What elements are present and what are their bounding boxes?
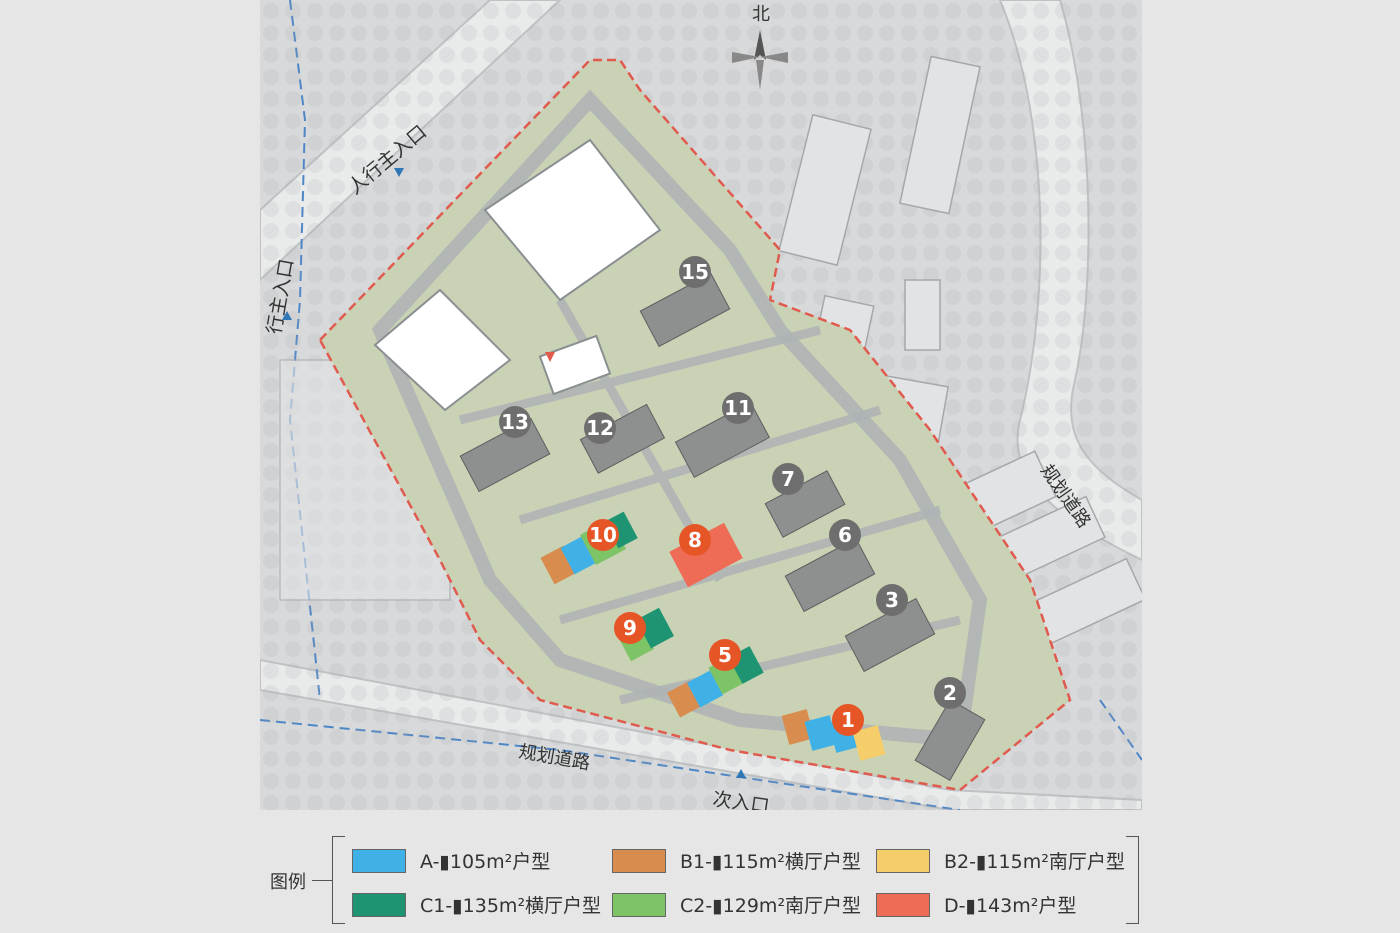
internal-road bbox=[371, 89, 988, 748]
svg-text:15: 15 bbox=[681, 260, 709, 284]
svg-text:6: 6 bbox=[838, 523, 852, 547]
legend-item-b1: B1-▮115m²横厅户型 bbox=[612, 847, 861, 874]
legend-item-c1: C1-▮135m²横厅户型 bbox=[352, 891, 601, 918]
secondary-entrance-marker bbox=[736, 769, 746, 778]
badge-1: 1 bbox=[832, 704, 864, 736]
svg-text:3: 3 bbox=[885, 588, 899, 612]
badge-13: 13 bbox=[499, 406, 531, 438]
legend-bracket-right bbox=[1126, 836, 1139, 924]
secondary-entrance-label: 次入口 bbox=[711, 788, 771, 810]
swatch-a bbox=[352, 848, 406, 873]
badge-6: 6 bbox=[829, 519, 861, 551]
legend-label-c1: C1-▮135m²横厅户型 bbox=[420, 895, 602, 917]
building-badges: 15 13 12 11 7 6 3 2 10 8 9 5 1 bbox=[499, 256, 966, 736]
pedestrian-entrance-marker bbox=[394, 168, 404, 177]
site-plan-svg: 人行主入口 行主入口 次入口 规划道路 规划道路 北 15 13 12 11 7… bbox=[260, 0, 1142, 810]
svg-text:12: 12 bbox=[586, 416, 614, 440]
svg-text:11: 11 bbox=[724, 396, 752, 420]
badge-11: 11 bbox=[722, 392, 754, 424]
badge-10: 10 bbox=[587, 519, 619, 551]
swatch-d bbox=[876, 892, 930, 917]
svg-text:1: 1 bbox=[841, 708, 855, 732]
swatch-b2 bbox=[876, 848, 930, 873]
badge-7: 7 bbox=[772, 463, 804, 495]
legend-label-a: A-▮105m²户型 bbox=[420, 851, 551, 873]
legend-label-b1: B1-▮115m²横厅户型 bbox=[680, 851, 861, 873]
center-marker bbox=[545, 352, 555, 362]
legend-item-b2: B2-▮115m²南厅户型 bbox=[876, 847, 1125, 874]
badge-9: 9 bbox=[614, 612, 646, 644]
badge-12: 12 bbox=[584, 412, 616, 444]
badge-15: 15 bbox=[679, 256, 711, 288]
svg-text:7: 7 bbox=[781, 467, 795, 491]
svg-text:9: 9 bbox=[623, 616, 637, 640]
svg-text:8: 8 bbox=[688, 528, 702, 552]
svg-text:5: 5 bbox=[718, 643, 732, 667]
svg-text:13: 13 bbox=[501, 410, 529, 434]
site-plan-map: 人行主入口 行主入口 次入口 规划道路 规划道路 北 15 13 12 11 7… bbox=[260, 0, 1142, 810]
badge-5: 5 bbox=[709, 639, 741, 671]
north-label: 北 bbox=[752, 4, 770, 25]
legend-bracket-left bbox=[332, 836, 345, 924]
legend-item-c2: C2-▮129m²南厅户型 bbox=[612, 891, 861, 918]
badge-3: 3 bbox=[876, 584, 908, 616]
north-arrow-icon bbox=[732, 30, 788, 90]
badge-2: 2 bbox=[934, 677, 966, 709]
legend-item-a: A-▮105m²户型 bbox=[352, 847, 550, 874]
legend-title: 图例 bbox=[270, 872, 306, 893]
legend: 图例 A-▮105m²户型 B1-▮115m²横厅户型 B2-▮115m²南厅户… bbox=[260, 810, 1142, 933]
badge-8: 8 bbox=[679, 524, 711, 556]
legend-label-c2: C2-▮129m²南厅户型 bbox=[680, 895, 862, 917]
swatch-c2 bbox=[612, 892, 666, 917]
swatch-b1 bbox=[612, 848, 666, 873]
legend-label-d: D-▮143m²户型 bbox=[944, 895, 1077, 917]
legend-item-d: D-▮143m²户型 bbox=[876, 891, 1076, 918]
swatch-c1 bbox=[352, 892, 406, 917]
vehicle-entrance-marker bbox=[282, 311, 292, 320]
legend-label-b2: B2-▮115m²南厅户型 bbox=[944, 851, 1125, 873]
svg-text:10: 10 bbox=[589, 523, 617, 547]
svg-text:2: 2 bbox=[943, 681, 957, 705]
commercial-buildings bbox=[373, 138, 662, 412]
legend-connector bbox=[312, 880, 332, 881]
